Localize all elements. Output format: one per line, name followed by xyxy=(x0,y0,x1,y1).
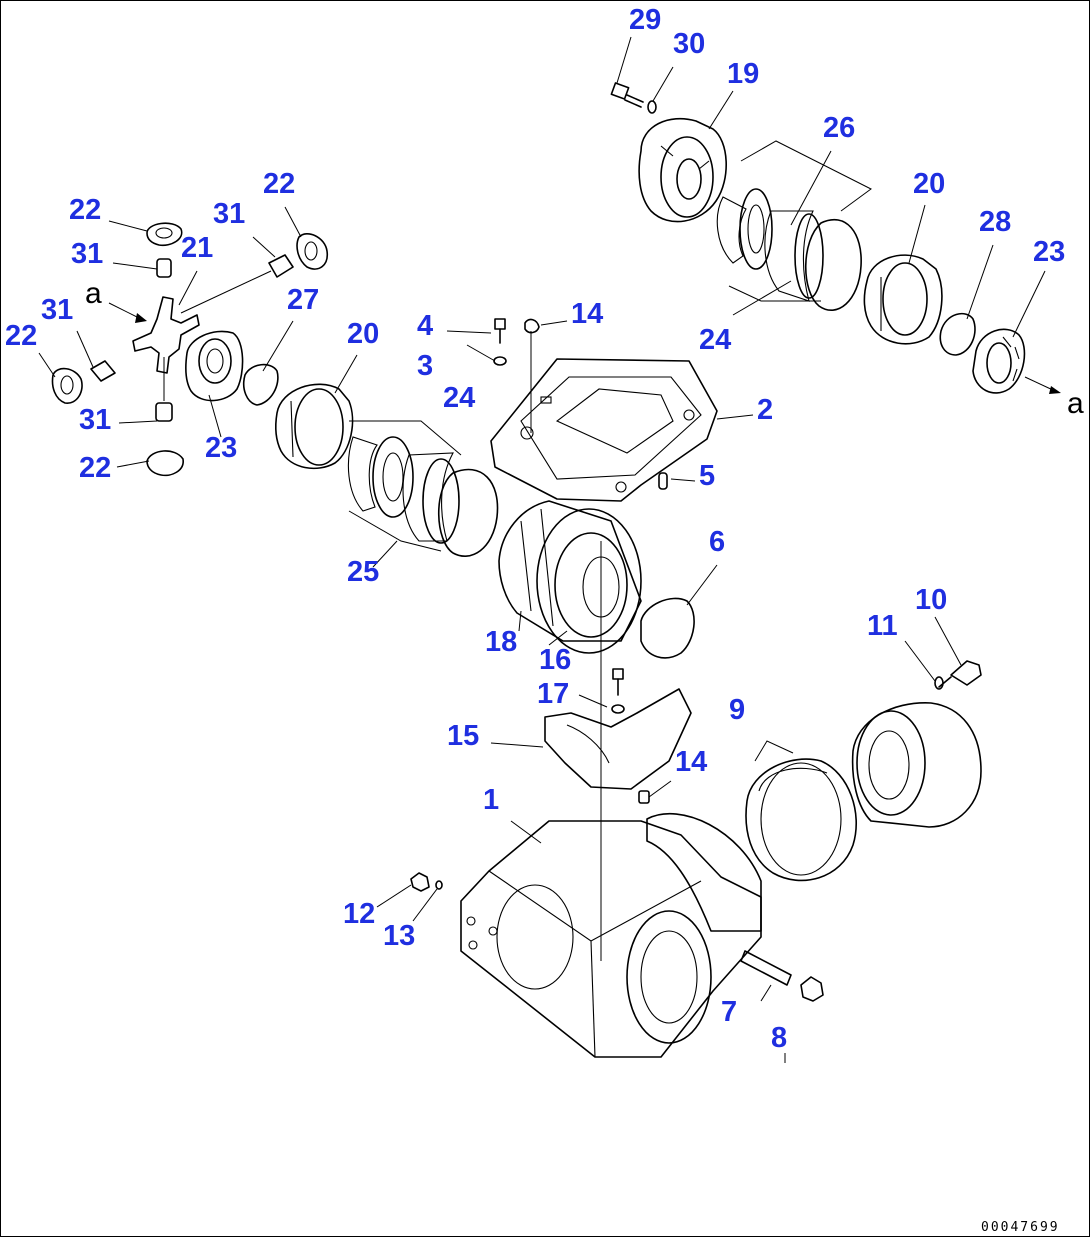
reference-arrow-right xyxy=(1024,376,1061,394)
part-11-washer xyxy=(934,676,944,690)
part-22-pinion-top xyxy=(146,222,183,247)
callout-4: 4 xyxy=(417,310,433,342)
part-10-bolt xyxy=(938,660,982,688)
part-29-bolt xyxy=(610,82,644,108)
part-20-bearing xyxy=(863,254,943,345)
callout-3: 3 xyxy=(417,350,433,382)
callout-26: 26 xyxy=(823,112,855,144)
part-4-bolt xyxy=(446,318,506,344)
callout-29: 29 xyxy=(629,4,661,36)
callout-6: 6 xyxy=(709,526,725,558)
callout-7: 7 xyxy=(721,996,737,1028)
callout-27: 27 xyxy=(287,284,319,316)
leader-lines xyxy=(38,36,1046,1063)
part-13-o-ring xyxy=(412,880,443,922)
callout-15: 15 xyxy=(447,720,479,752)
part-14-plug-top xyxy=(524,318,568,433)
part-3-washer xyxy=(493,356,507,366)
callout-24: 24 xyxy=(443,382,475,414)
part-31-bush-top xyxy=(156,258,172,278)
callout-22: 22 xyxy=(69,194,101,226)
part-31-bush-left xyxy=(90,360,116,382)
callout-21: 21 xyxy=(181,232,213,264)
part-22-pinion-left xyxy=(51,367,83,404)
part-2-upper-case xyxy=(490,358,754,502)
callout-31: 31 xyxy=(71,238,103,270)
callout-13: 13 xyxy=(383,920,415,952)
callout-25: 25 xyxy=(347,556,379,588)
callout-8: 8 xyxy=(771,1022,787,1054)
part-27-shim xyxy=(242,363,279,406)
callout-22: 22 xyxy=(263,168,295,200)
callout-5: 5 xyxy=(699,460,715,492)
reference-letter-left: a xyxy=(85,277,102,310)
callout-10: 10 xyxy=(915,584,947,616)
part-9-shim-set xyxy=(745,740,857,882)
callout-28: 28 xyxy=(979,206,1011,238)
callout-22: 22 xyxy=(79,452,111,484)
callout-11: 11 xyxy=(867,610,898,642)
callout-31: 31 xyxy=(41,294,73,326)
part-19-bearing-cover xyxy=(638,117,727,223)
callout-2: 2 xyxy=(757,394,773,426)
part-31-bush-bottom xyxy=(155,402,173,422)
part-22-pinion-bottom xyxy=(146,450,184,477)
callout-24: 24 xyxy=(699,324,731,356)
callout-12: 12 xyxy=(343,898,375,930)
part-21-spider xyxy=(132,270,272,401)
part-15-bearing-cap xyxy=(490,688,692,790)
callout-22: 22 xyxy=(5,320,37,352)
part-30-washer xyxy=(647,100,657,114)
part-14-plug-lower xyxy=(638,780,672,804)
reference-arrow-left xyxy=(108,302,147,323)
part-6-shim xyxy=(640,597,695,659)
part-17-bolt xyxy=(611,668,625,714)
bearing-cage-right xyxy=(851,702,982,828)
callout-19: 19 xyxy=(727,58,759,90)
part-23-side-gear-left xyxy=(185,330,244,402)
drawing-code: 00047699 xyxy=(981,1220,1060,1235)
callout-16: 16 xyxy=(539,644,571,676)
part-23-side-gear xyxy=(972,328,1026,394)
callout-30: 30 xyxy=(673,28,705,60)
callout-20: 20 xyxy=(347,318,379,350)
callout-23: 23 xyxy=(205,432,237,464)
callout-31: 31 xyxy=(79,404,111,436)
part-20-bearing-left xyxy=(275,383,354,470)
part-1-differential-housing xyxy=(460,541,762,1058)
callout-31: 31 xyxy=(213,198,245,230)
callout-20: 20 xyxy=(913,168,945,200)
part-22-pinion-upper-right xyxy=(296,233,329,270)
reference-letter-right: a xyxy=(1067,387,1084,420)
part-12-plug xyxy=(376,872,430,908)
part-8-nut xyxy=(800,976,824,1002)
part-18-differential-case xyxy=(498,500,642,654)
callout-18: 18 xyxy=(485,626,517,658)
callout-9: 9 xyxy=(729,694,745,726)
part-31-bush-right xyxy=(268,254,294,278)
part-5-pin xyxy=(658,472,668,490)
callout-23: 23 xyxy=(1033,236,1065,268)
part-26-disc-pack xyxy=(716,140,872,311)
callout-14: 14 xyxy=(675,746,707,778)
part-25-disc-pack xyxy=(347,420,499,557)
callout-1: 1 xyxy=(483,784,499,816)
part-7-stud xyxy=(740,950,792,1002)
callout-17: 17 xyxy=(537,678,569,710)
part-28-shim xyxy=(939,312,976,356)
callout-14: 14 xyxy=(571,298,603,330)
